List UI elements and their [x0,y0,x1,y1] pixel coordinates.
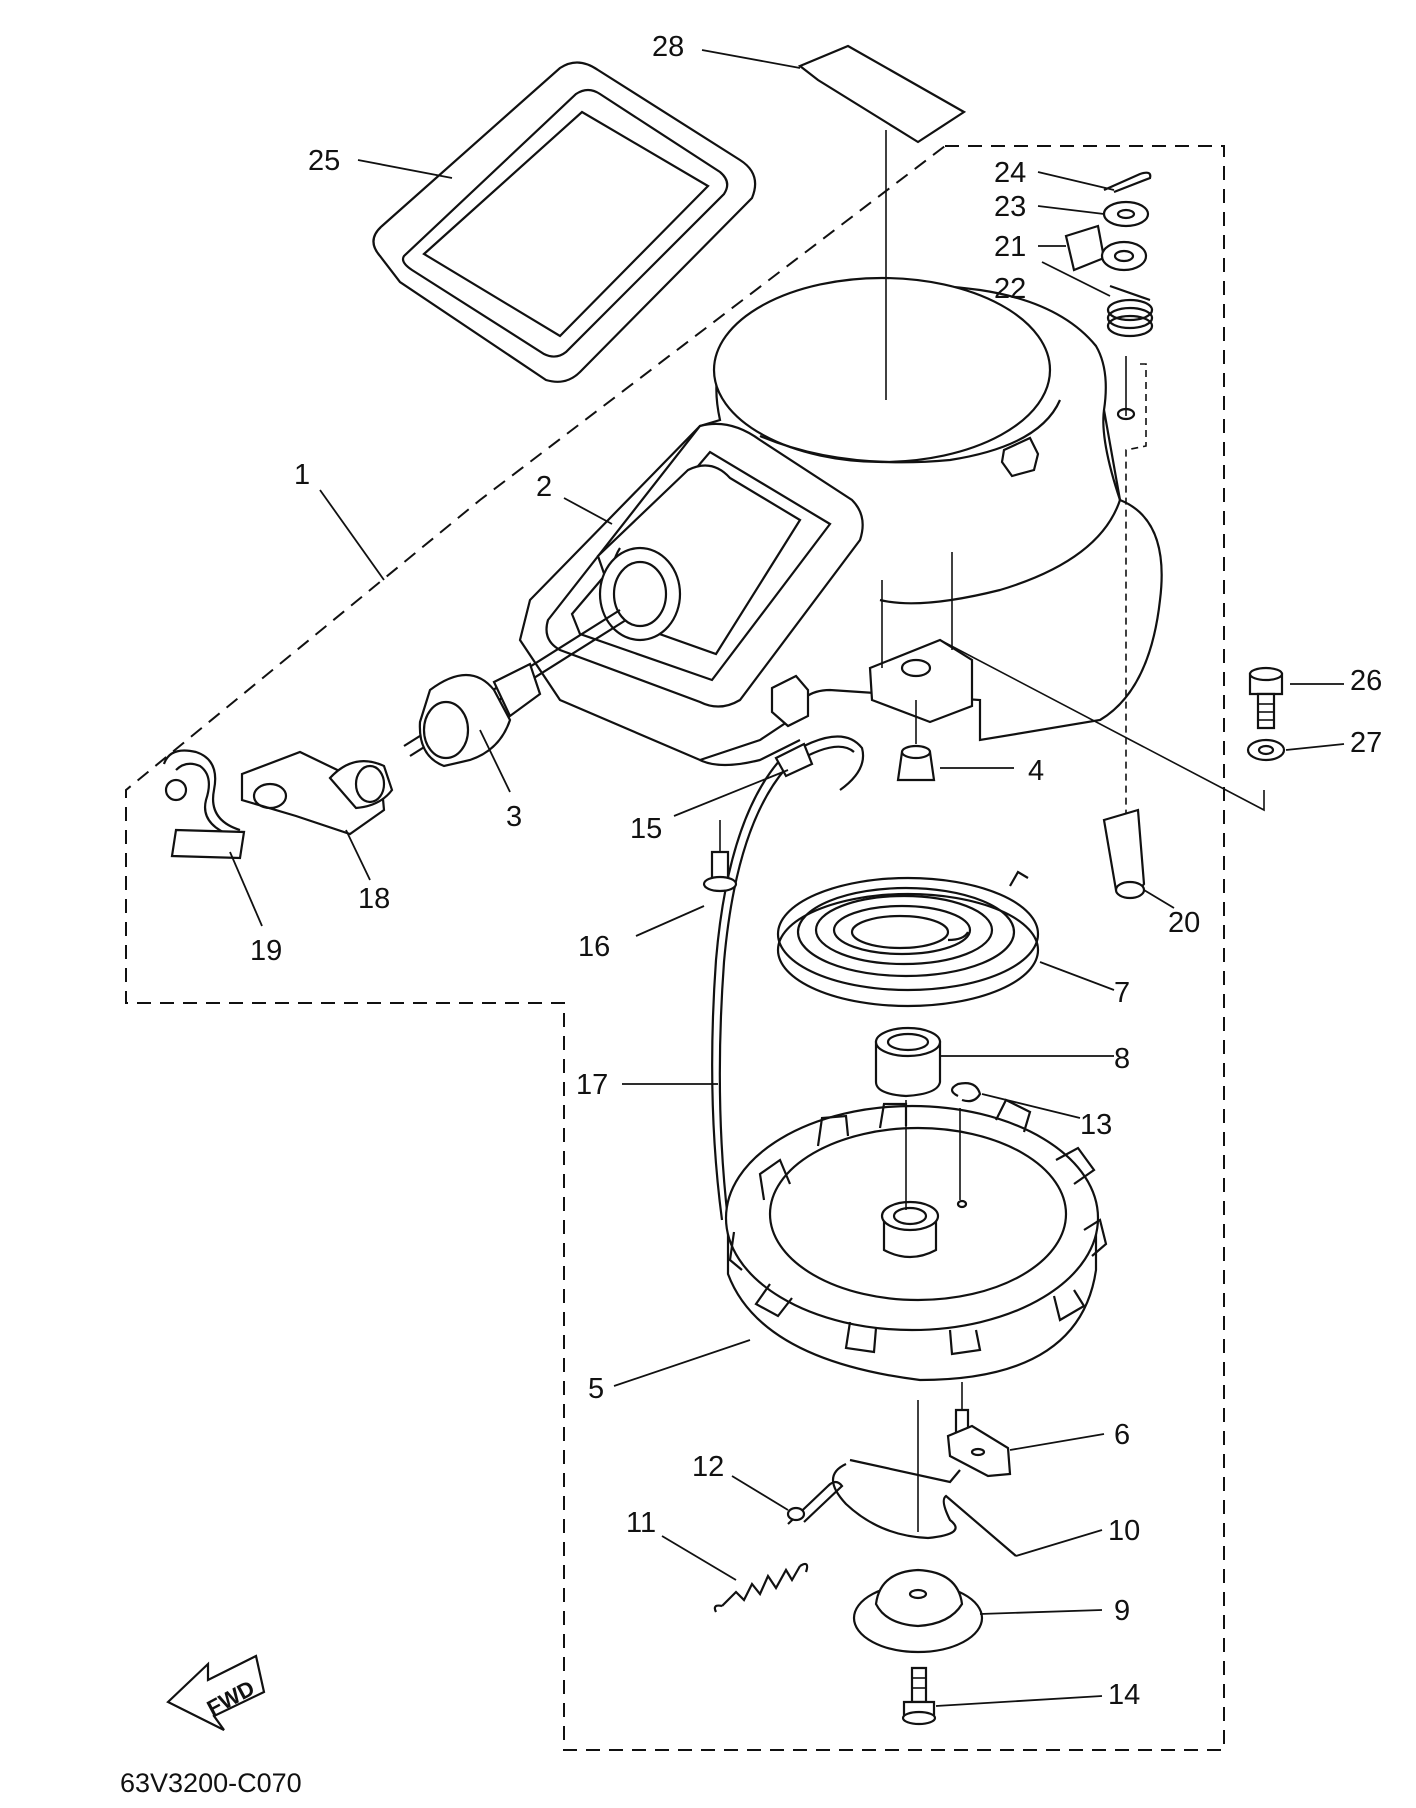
part-11-spring [713,1562,809,1613]
fwd-arrow-icon: FWD [166,1654,266,1731]
part-8-bushing [874,1026,942,1098]
callout-12: 12 [692,1451,724,1483]
part-14-bolt [901,1666,937,1726]
drawing-code: 63V3200-C070 [120,1768,302,1798]
bolt-axis-line [939,639,1265,812]
part-16-screw [702,820,738,893]
part-9-plate [852,1568,984,1654]
pin-hole [1116,407,1136,421]
part-23-washer [1102,200,1150,228]
callout-1: 1 [294,459,310,491]
part-19-clip [162,749,246,860]
part-27-washer [1246,738,1286,762]
callout-18: 18 [358,883,390,915]
callout-17: 17 [576,1069,608,1101]
callout-25: 25 [308,145,340,177]
callout-20: 20 [1168,907,1200,939]
callout-23: 23 [994,191,1026,223]
part-7-recoil-spring [776,870,1040,1008]
callout-28: 28 [652,31,684,63]
part-21-pawl-plate [1064,224,1148,272]
leader-lines [229,49,1345,1707]
part-5-drive-pulley [724,1098,1108,1382]
part-25-frame [372,61,757,383]
callout-4: 4 [1028,755,1044,787]
dashed-axis-right [1125,363,1147,820]
callout-13: 13 [1080,1109,1112,1141]
callout-8: 8 [1114,1043,1130,1075]
part-10-friction-spring [831,1400,1017,1557]
part-28-decal [797,44,967,144]
part-13-circlip [950,1082,982,1103]
callout-10: 10 [1108,1515,1140,1547]
callout-26: 26 [1350,665,1382,697]
part-18-handle [240,750,394,836]
callout-2: 2 [536,471,552,503]
callout-6: 6 [1114,1419,1130,1451]
callout-9: 9 [1114,1595,1130,1627]
callout-3: 3 [506,801,522,833]
part-22-spring [1106,284,1154,338]
assembly-boundary [125,145,1225,1751]
callout-27: 27 [1350,727,1382,759]
part-12-pin [786,1480,844,1525]
part-20-stopper [1102,808,1146,900]
part-1-starter-housing [518,276,1163,762]
part-26-bolt [1248,666,1284,730]
callout-11: 11 [626,1507,656,1539]
part-3-rope-guide [403,609,627,768]
part-17-rope [699,735,865,1221]
callout-14: 14 [1108,1679,1140,1711]
callout-labels: 28 25 24 23 21 22 1 2 3 4 15 26 27 20 18… [250,31,1382,1711]
callout-19: 19 [250,935,282,967]
callout-5: 5 [588,1373,604,1405]
part-24-pin [1103,171,1152,194]
part-6-pawl [946,1382,1012,1478]
callout-24: 24 [994,157,1026,189]
callout-15: 15 [630,813,662,845]
part-4-collar [896,700,936,782]
callout-22: 22 [994,273,1026,305]
callout-21: 21 [994,231,1026,263]
callout-7: 7 [1114,977,1130,1009]
callout-16: 16 [578,931,610,963]
